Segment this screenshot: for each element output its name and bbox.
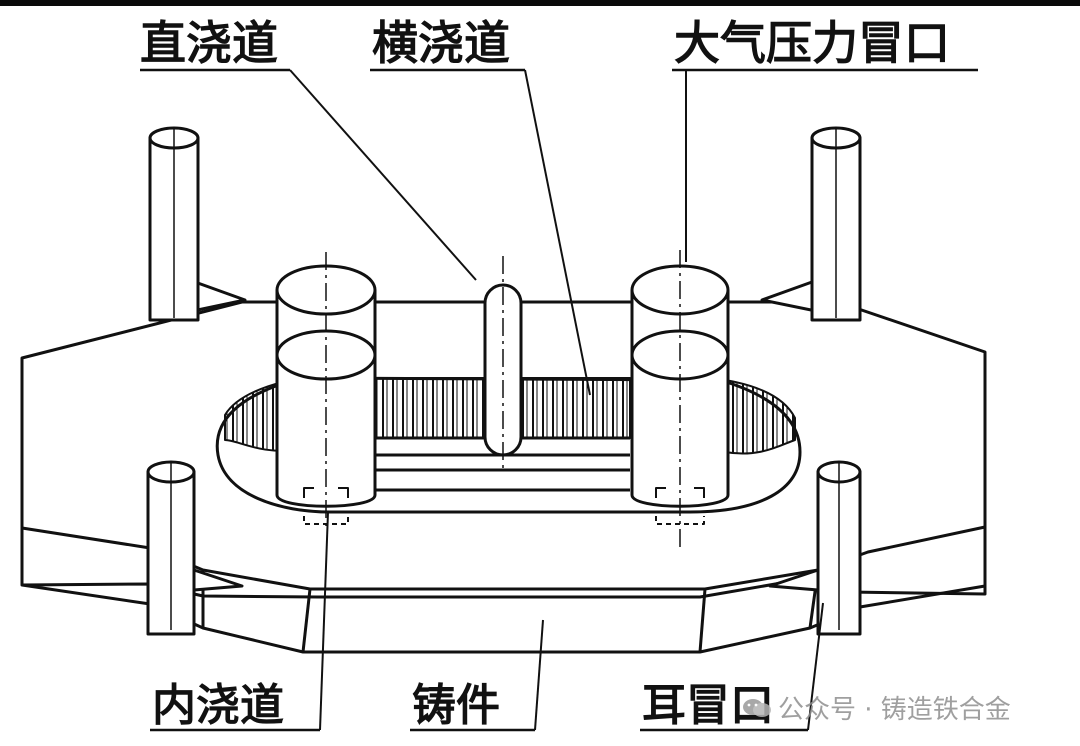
wechat-logo-icon	[743, 698, 771, 717]
ear-riser-back-left	[148, 126, 247, 322]
watermark: 公众号 · 铸造铁合金	[742, 689, 1011, 726]
leader-lines	[289, 69, 824, 731]
ear-riser-front-right	[768, 460, 862, 636]
atmospheric-riser-left	[275, 252, 377, 530]
ear-riser-back-right	[760, 126, 862, 322]
label-atmospheric-riser: 大气压力冒口	[674, 16, 950, 70]
label-sprue: 直浇道	[140, 16, 278, 70]
label-ingate: 内浇道	[152, 680, 284, 731]
sprue	[483, 256, 523, 468]
label-runner: 横浇道	[372, 16, 510, 70]
label-underlines	[140, 68, 978, 732]
label-casting: 铸件	[412, 680, 500, 731]
atmospheric-riser-right	[630, 250, 730, 552]
ear-riser-front-left	[146, 460, 244, 636]
top-edge-bar	[0, 0, 1080, 6]
watermark-text: 公众号 · 铸造铁合金	[778, 695, 1011, 725]
